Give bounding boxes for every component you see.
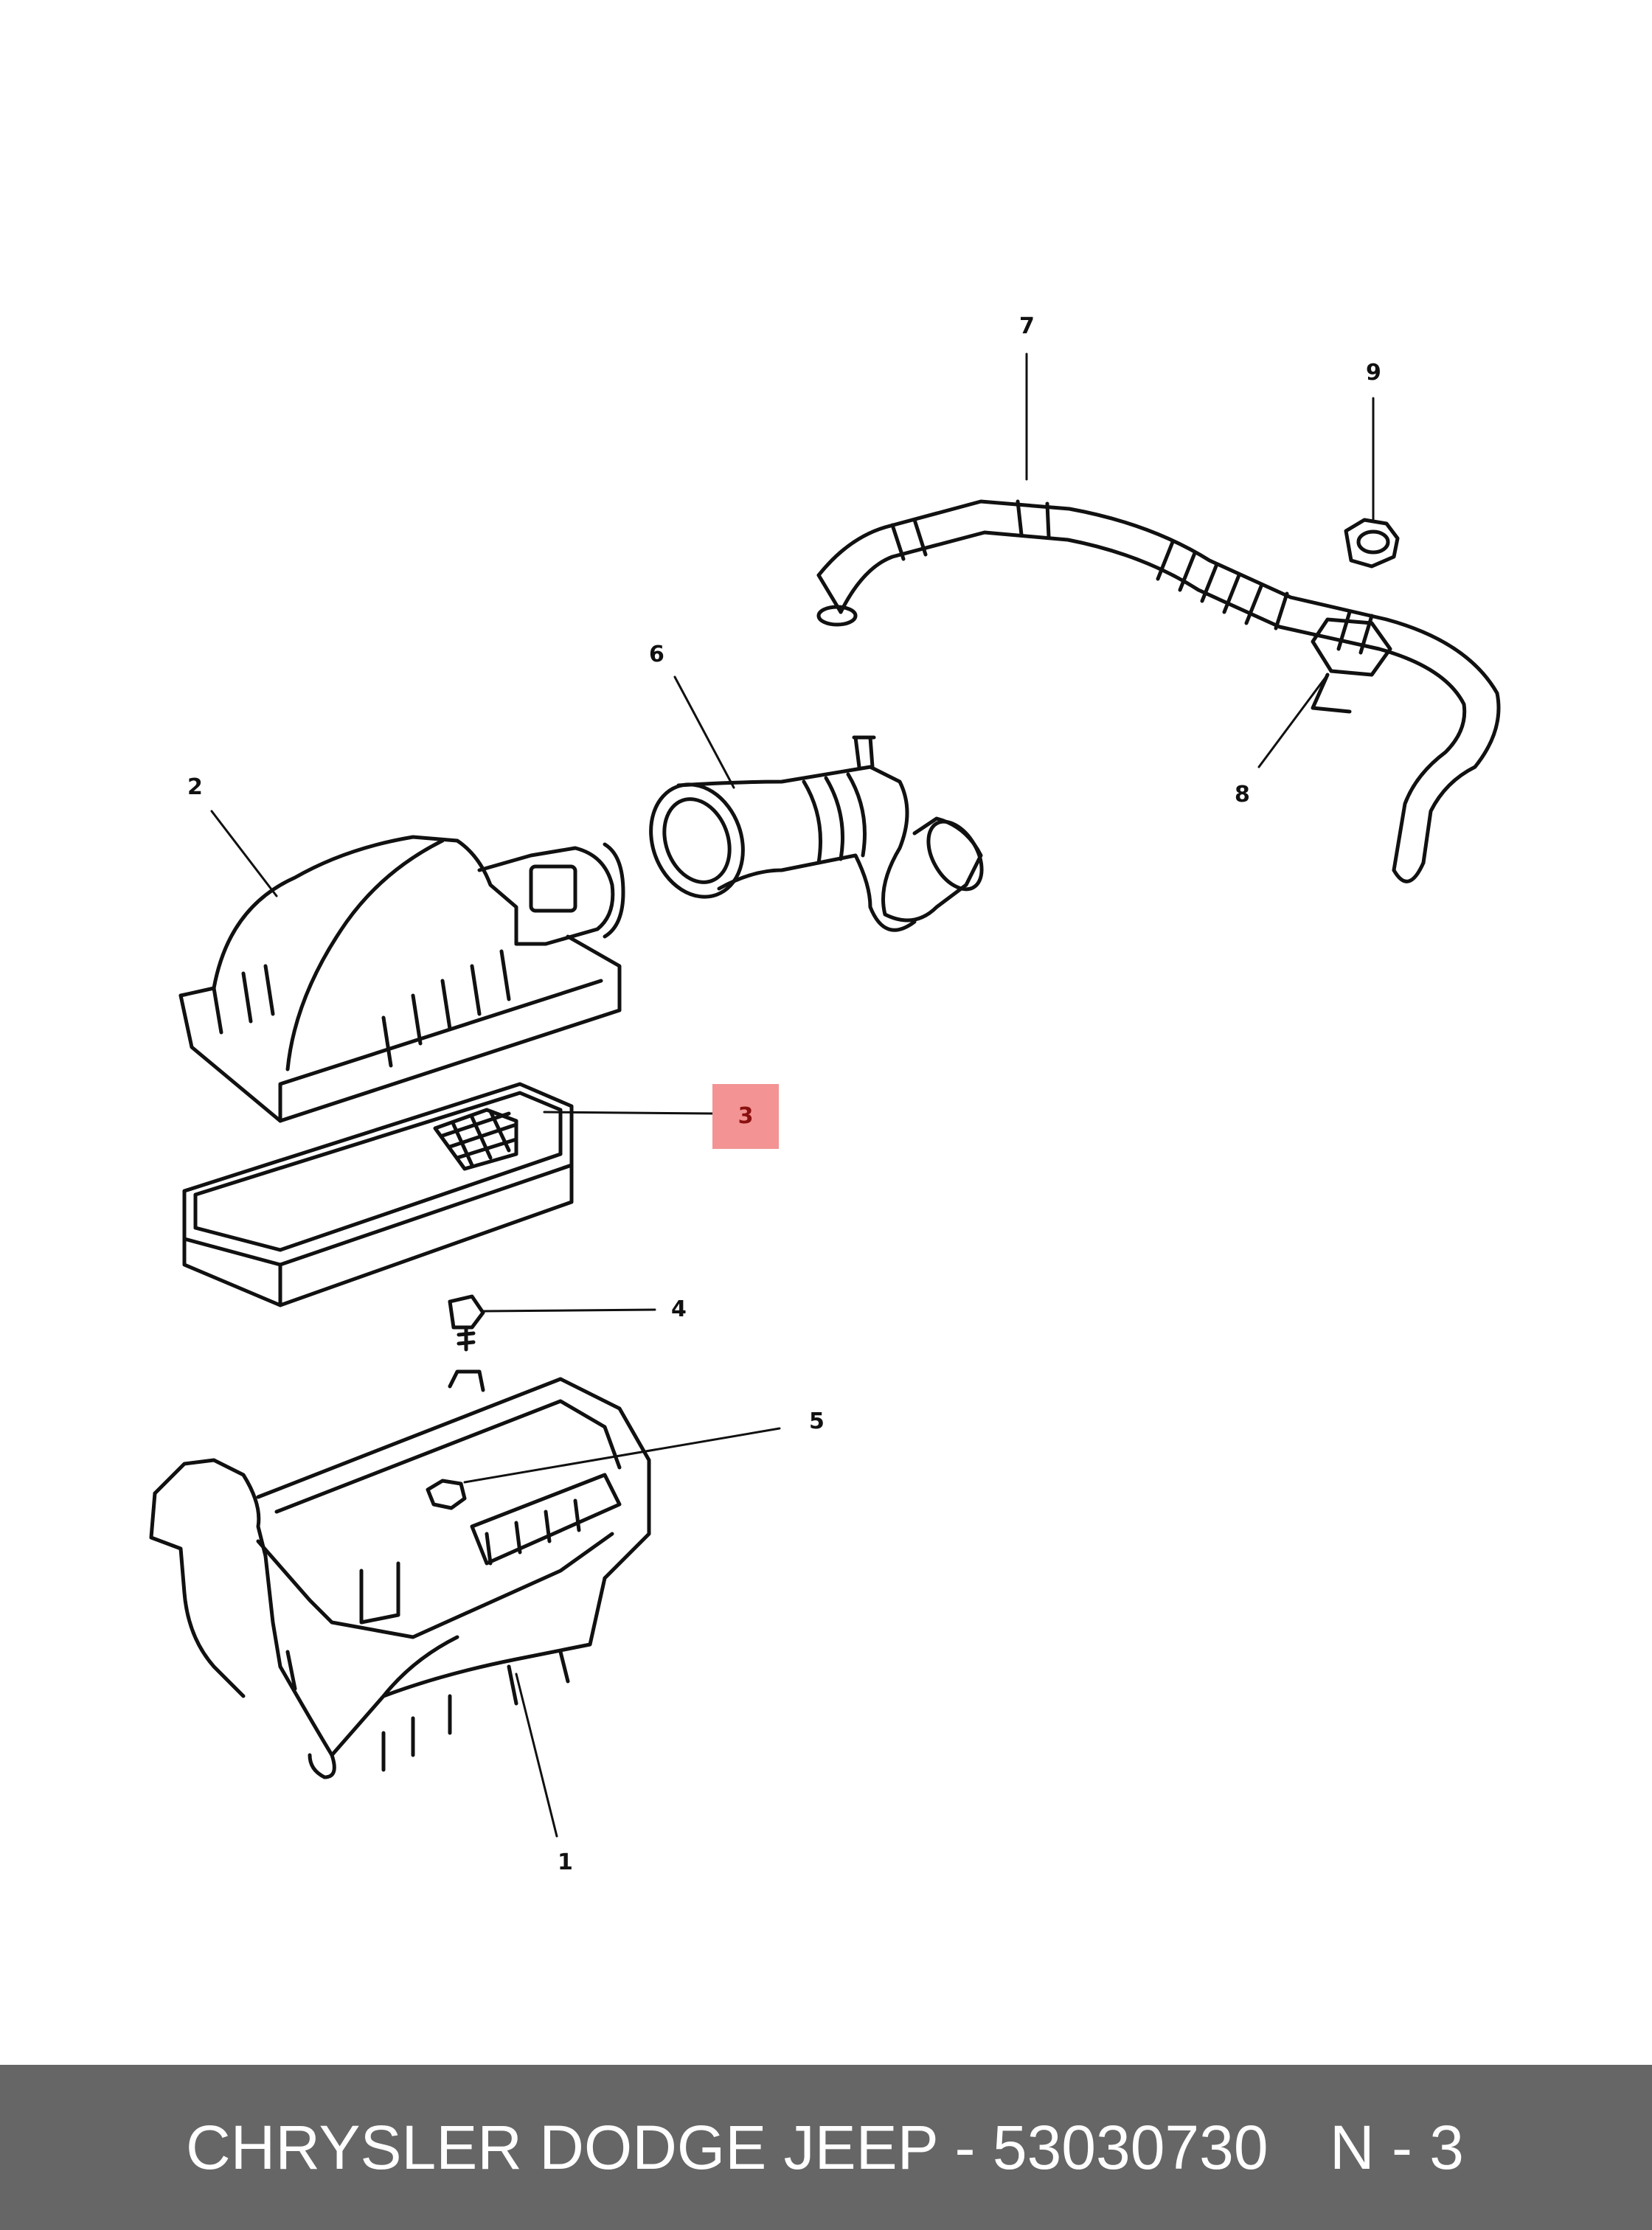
callout-6[interactable]: 6	[649, 642, 664, 667]
air-cleaner-housing-1	[149, 1369, 651, 1779]
leader-lines	[210, 352, 1375, 1838]
callout-9[interactable]: 9	[1366, 360, 1381, 386]
callout-2[interactable]: 2	[187, 774, 203, 800]
nut-5	[426, 1479, 467, 1510]
vent-hose-7	[816, 499, 1501, 883]
air-filter-3	[182, 1082, 574, 1307]
callout-4[interactable]: 4	[671, 1296, 687, 1322]
footer-bar: CHRYSLER DODGE JEEP - 53030730 N - 3	[0, 2065, 1652, 2230]
callout-8[interactable]: 8	[1235, 782, 1250, 807]
callout-1[interactable]: 1	[558, 1849, 573, 1875]
parts-diagram	[149, 352, 1501, 1838]
air-cleaner-cover-2	[178, 835, 625, 1123]
callout-3[interactable]: 3	[738, 1103, 754, 1129]
bracket-8	[1311, 617, 1392, 714]
callout-5[interactable]: 5	[809, 1408, 825, 1434]
inlet-tube-6	[649, 735, 984, 932]
footer-page-code: N - 3	[1330, 2113, 1465, 2182]
nut-9	[1344, 518, 1400, 569]
highlight-box	[712, 1084, 779, 1149]
footer-brand-part-number: CHRYSLER DODGE JEEP - 53030730	[186, 2113, 1268, 2182]
screw-4	[448, 1294, 485, 1352]
callout-7[interactable]: 7	[1019, 313, 1035, 339]
